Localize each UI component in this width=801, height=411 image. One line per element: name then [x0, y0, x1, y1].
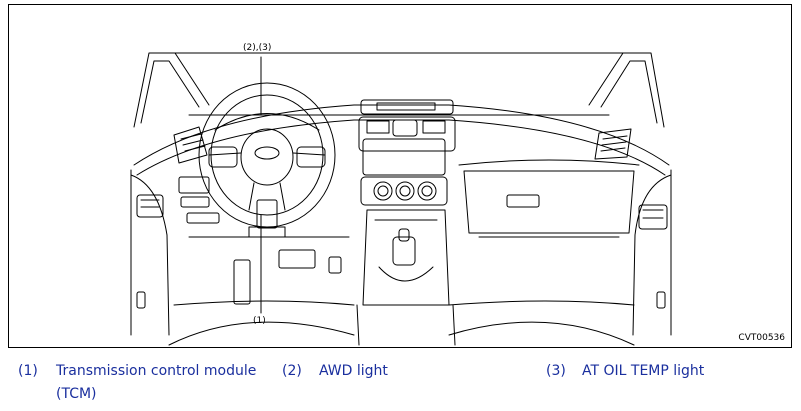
- legend-item-at-oil-temp-light: (3) AT OIL TEMP light: [546, 360, 786, 383]
- legend-number: (2): [282, 363, 302, 379]
- dashboard-line-drawing: [130, 52, 672, 346]
- figure-id: CVT00536: [738, 333, 785, 343]
- legend-label-continued: (TCM): [56, 386, 97, 402]
- center-display: [358, 99, 456, 176]
- glove-box: [458, 159, 640, 238]
- legend-label: AWD light: [319, 363, 388, 379]
- windshield-outline: [133, 52, 665, 128]
- legend-number: (1): [18, 363, 38, 379]
- right-door-panel: [632, 169, 672, 336]
- figure-frame: (2),(3) (1) CVT00536: [8, 4, 792, 348]
- floor-and-pedals: [168, 236, 635, 346]
- left-switch-panel: [178, 176, 220, 224]
- steering-column: [248, 199, 286, 238]
- left-air-vent: [173, 126, 208, 164]
- callout-label-top: (2),(3): [243, 43, 272, 53]
- center-console: [356, 209, 456, 346]
- legend-number: (3): [546, 363, 566, 379]
- callout-label-bottom: (1): [253, 316, 266, 326]
- climate-control-knobs: [360, 176, 448, 206]
- legend-item-tcm: (1) Transmission control module (TCM): [18, 360, 278, 406]
- steering-wheel: [198, 82, 336, 228]
- left-door-panel: [130, 169, 170, 336]
- legend-item-awd-light: (2) AWD light: [282, 360, 482, 383]
- legend-label: Transmission control module: [56, 363, 257, 379]
- right-air-vent: [594, 128, 632, 160]
- legend: (1) Transmission control module (TCM) (2…: [0, 360, 801, 410]
- legend-label: AT OIL TEMP light: [582, 363, 705, 379]
